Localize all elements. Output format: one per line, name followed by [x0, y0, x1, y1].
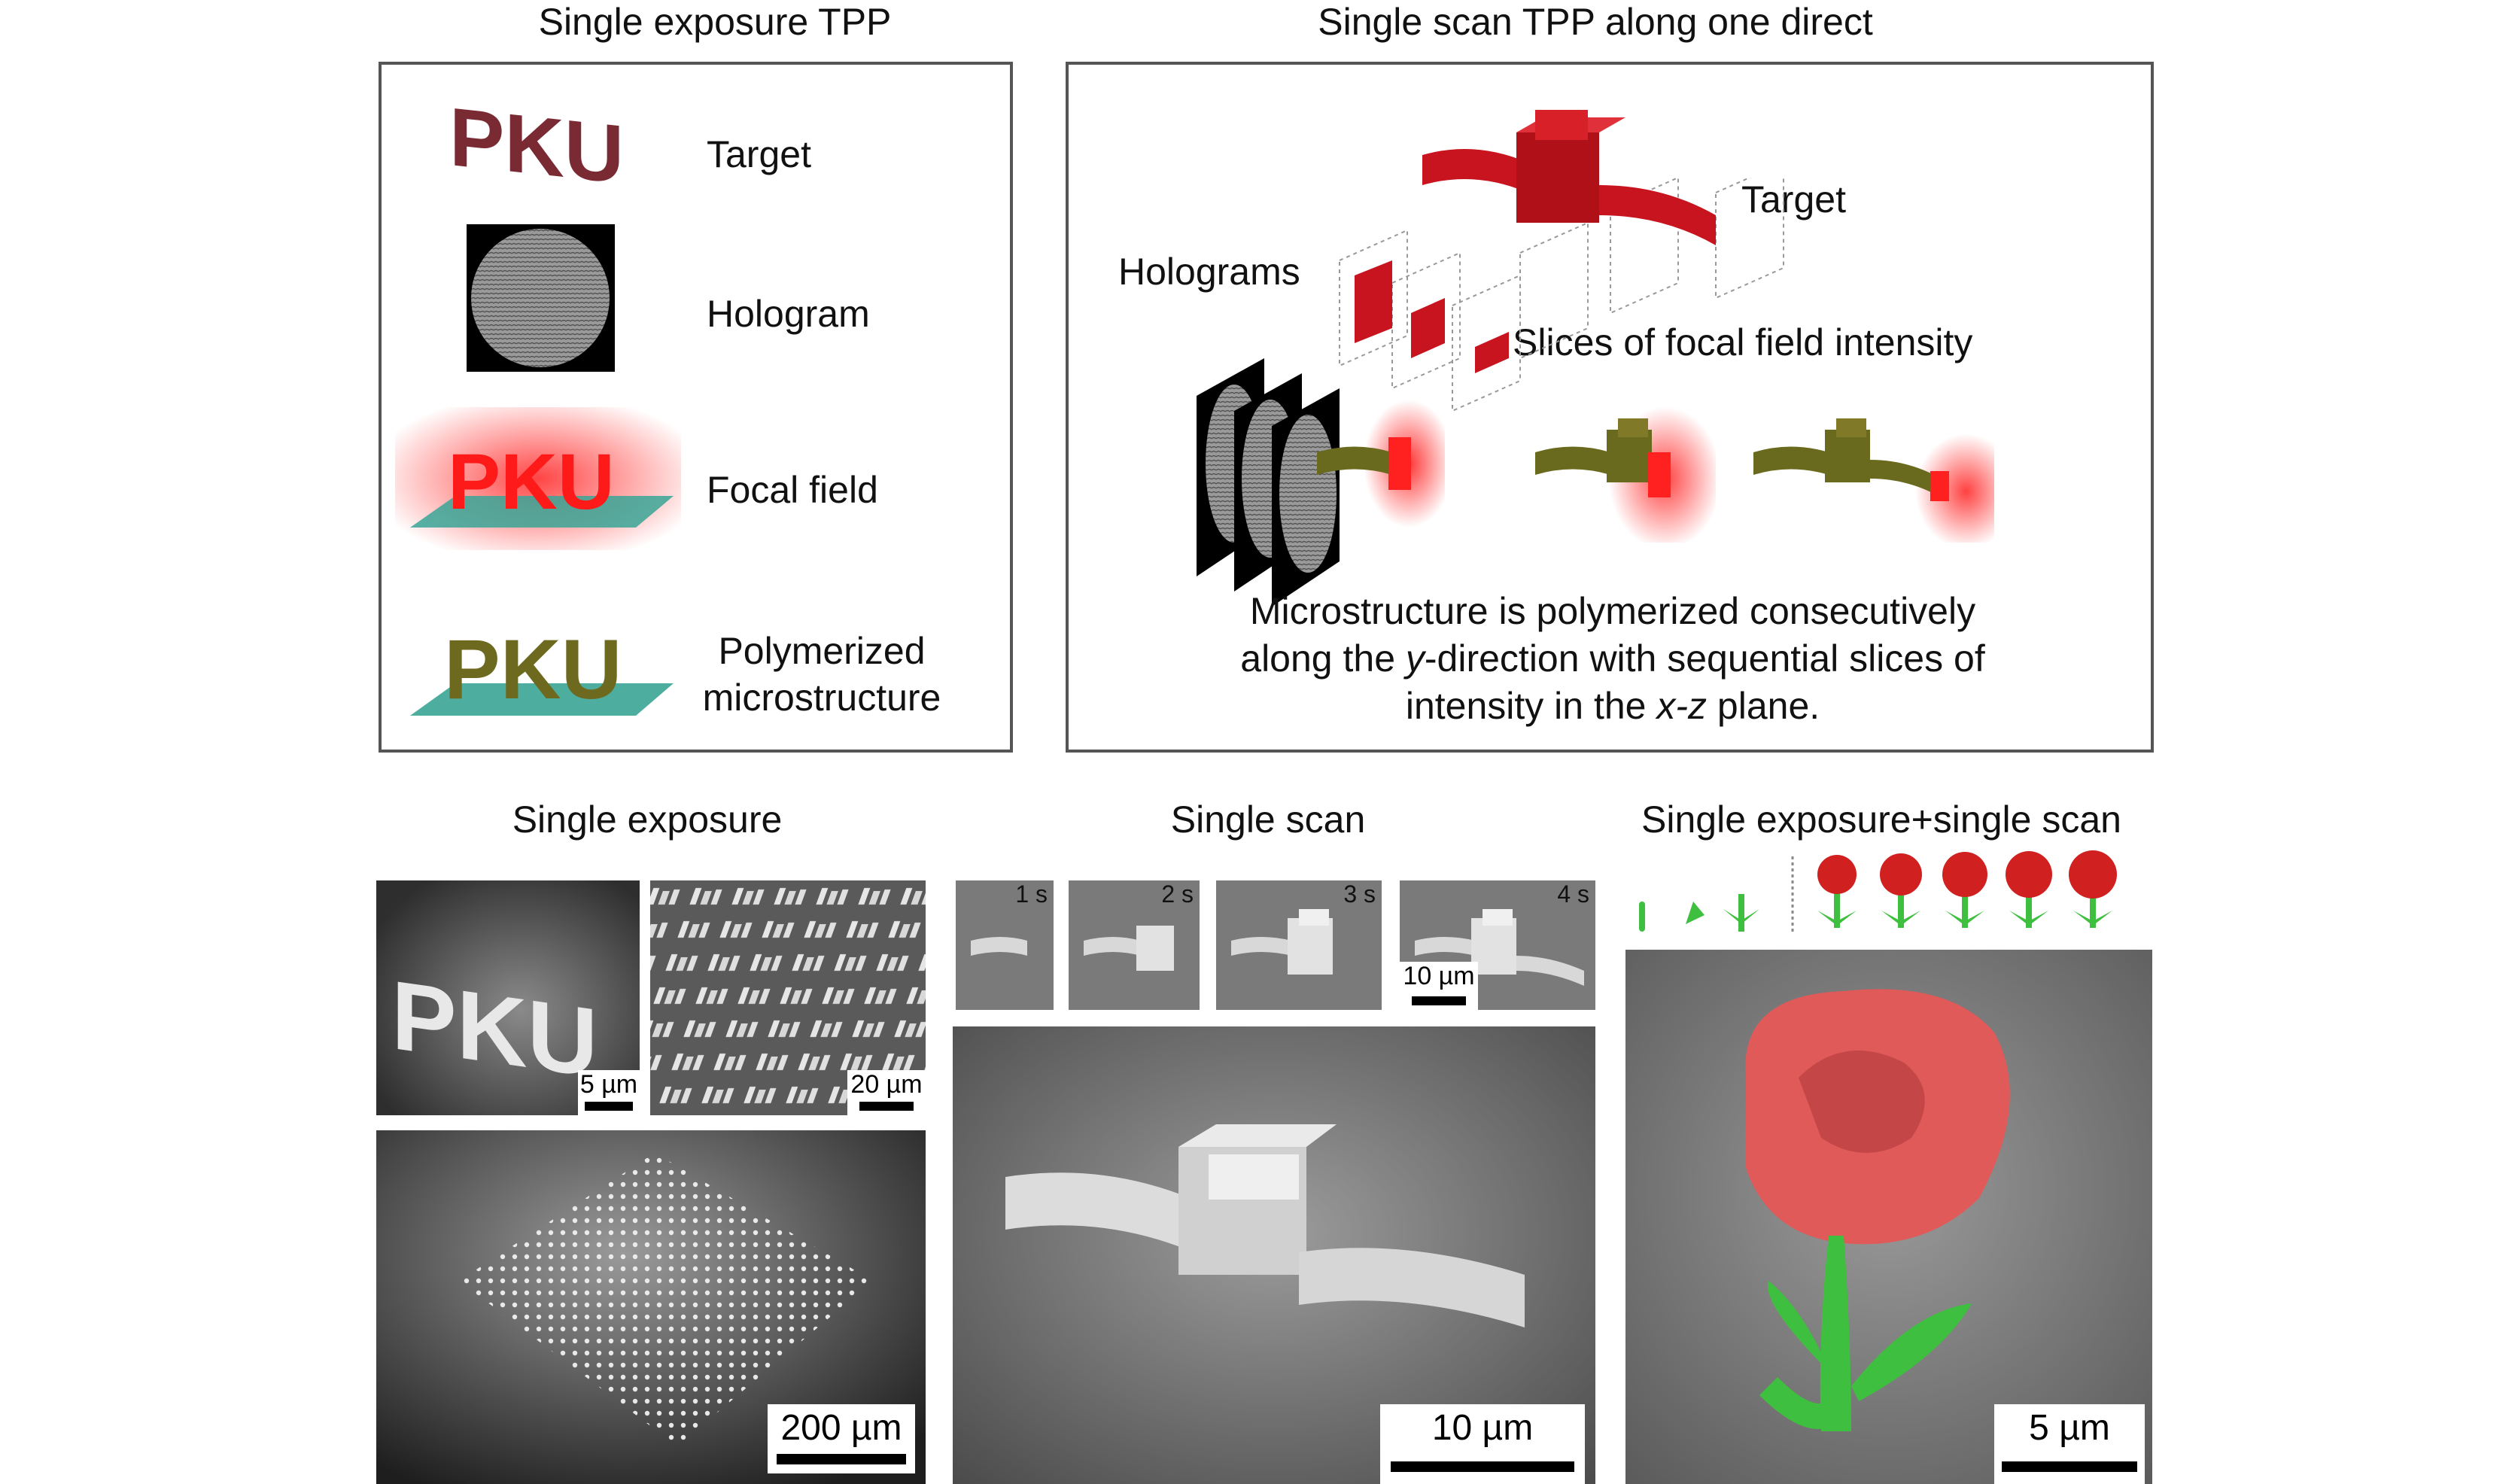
hologram-image: [467, 224, 615, 372]
holograms-stack: [1189, 351, 1400, 622]
polymer-step-3: [1746, 400, 1994, 543]
scan-caption-line3: intensity in the x-z plane.: [1405, 685, 1820, 727]
scan-caption-line2: along the y-direction with sequential sl…: [1240, 637, 1985, 680]
slice-frames: [1324, 161, 1791, 426]
scan-frame-4-time: 4 s: [1557, 880, 1589, 908]
target-3d-structure: [1415, 110, 1731, 275]
sem-rose: 5 µm: [1625, 950, 2152, 1484]
scan-caption-line1: Microstructure is polymerized consecutiv…: [1249, 590, 1976, 632]
sem-pku: PKU 5 µm: [376, 880, 640, 1115]
scale-bar-rose: 5 µm: [1994, 1404, 2145, 1484]
scan-frame-1: 1 s: [956, 880, 1054, 1010]
single-exposure-tpp-title: Single exposure TPP: [538, 1, 892, 43]
single-exposure-title: Single exposure: [512, 798, 783, 841]
single-scan-title: Single scan: [1170, 798, 1366, 841]
scan-frame-2-time: 2 s: [1161, 880, 1194, 908]
polymer-step-2: [1528, 400, 1723, 543]
target-logo-text: PKU: [449, 90, 624, 194]
polymerized-image: PKU: [395, 591, 681, 727]
scale-bar-great-wall: 10 µm: [1380, 1404, 1585, 1484]
single-scan-tpp-title: Single scan TPP along one direct: [1318, 1, 1873, 43]
polymerized-label: Polymerized microstructure: [679, 628, 965, 721]
scale-bar-200um: 200 µm: [768, 1404, 915, 1473]
focal-field-label: Focal field: [707, 469, 878, 511]
focal-field-image: PKU: [395, 407, 681, 550]
target-logo: PKU: [442, 81, 637, 201]
scan-frame-3: 3 s: [1216, 880, 1382, 1010]
polymerized-label-line1: Polymerized: [718, 630, 926, 672]
target-3d-label: Target: [1741, 178, 1846, 220]
slices-label: Slices of focal field intensity: [1513, 321, 1973, 363]
scan-frame-3-time: 3 s: [1343, 880, 1376, 908]
polymerized-logo-text: PKU: [444, 622, 622, 716]
hologram-label: Hologram: [707, 293, 870, 335]
single-exposure-tpp-panel: PKU Target Hologram P: [379, 62, 1013, 753]
scale-bar-pku: 5 µm: [578, 1070, 640, 1115]
holograms-label: Holograms: [1118, 251, 1300, 293]
combo-title: Single exposure+single scan: [1641, 798, 2121, 841]
rose-growth-sequence: [1618, 849, 2152, 938]
scale-bar-scan-small: 10 µm: [1400, 962, 1478, 1010]
sem-large-array: 200 µm: [376, 1130, 926, 1484]
scan-frame-2: 2 s: [1069, 880, 1200, 1010]
slice-1: [1355, 260, 1392, 343]
focal-field-logo-text: PKU: [448, 438, 615, 526]
polymer-step-1: [1309, 400, 1460, 528]
scan-frame-4: 4 s 10 µm: [1400, 880, 1595, 1010]
scan-caption: Microstructure is polymerized consecutiv…: [1091, 588, 2134, 730]
scale-bar-array: 20 µm: [847, 1070, 926, 1115]
single-scan-tpp-panel: Holograms Target Slices of focal field i…: [1066, 62, 2154, 753]
sem-pku-array: 20 µm: [650, 880, 926, 1115]
polymerized-label-line2: microstructure: [702, 677, 941, 719]
target-label: Target: [707, 133, 811, 175]
sem-great-wall: 10 µm: [953, 1026, 1595, 1484]
scan-frame-1-time: 1 s: [1015, 880, 1048, 908]
